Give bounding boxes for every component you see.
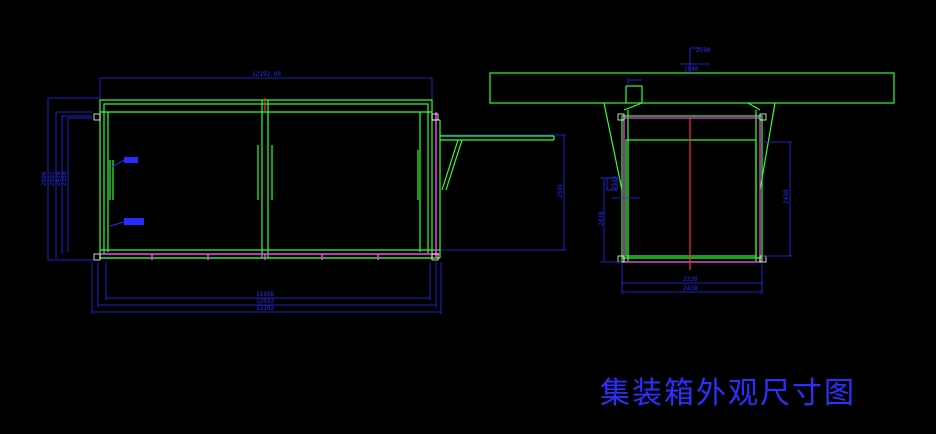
- end-view-top-dimension-2: 2540: [684, 66, 699, 73]
- side-view-corner-castings: [93, 113, 439, 261]
- side-view-top-dimension: 12192.00: [252, 71, 281, 78]
- side-view-label-tags: [109, 157, 144, 227]
- side-view-bottom-dimension-1: 11998: [256, 291, 274, 298]
- side-view-ramp-dimension: 2591: [557, 183, 564, 198]
- side-view: 12192.00 2896 2591 2438 2350 11998 12032…: [41, 71, 566, 314]
- side-view-left-dimension-3: 2438: [55, 171, 62, 186]
- drawing-caption: 集装箱外观尺寸图: [600, 376, 856, 411]
- end-view-accent-lines: [623, 117, 761, 263]
- end-view-top-dimension-1: 2590: [696, 47, 711, 54]
- side-view-left-dimension-2: 2591: [49, 171, 56, 186]
- side-view-container-body: [99, 99, 555, 259]
- end-view-right-dimension: 2438: [783, 189, 790, 204]
- end-view-dimension-lines: [600, 47, 792, 294]
- side-view-bottom-dimension-3: 12192: [256, 305, 274, 312]
- side-view-dimension-lines: [47, 77, 566, 314]
- side-view-left-dimension-1: 2896: [41, 171, 48, 186]
- end-view-left-dimension-2: 2591: [611, 175, 618, 190]
- side-view-bottom-dimension-2: 12032: [256, 298, 274, 305]
- end-view-bottom-dimension-1: 2330: [683, 276, 698, 283]
- end-view-frame: [489, 72, 895, 263]
- end-view-bottom-dimension-2: 2438: [683, 285, 698, 292]
- end-view-corner-castings: [617, 113, 767, 263]
- side-view-left-dimension-4: 2350: [61, 171, 68, 186]
- end-view: 2590 2540 2438 2438 2591 2330 2438: [489, 47, 895, 294]
- end-view-left-dimension-1: 2438: [598, 211, 605, 226]
- side-view-accent-lines: [100, 112, 440, 260]
